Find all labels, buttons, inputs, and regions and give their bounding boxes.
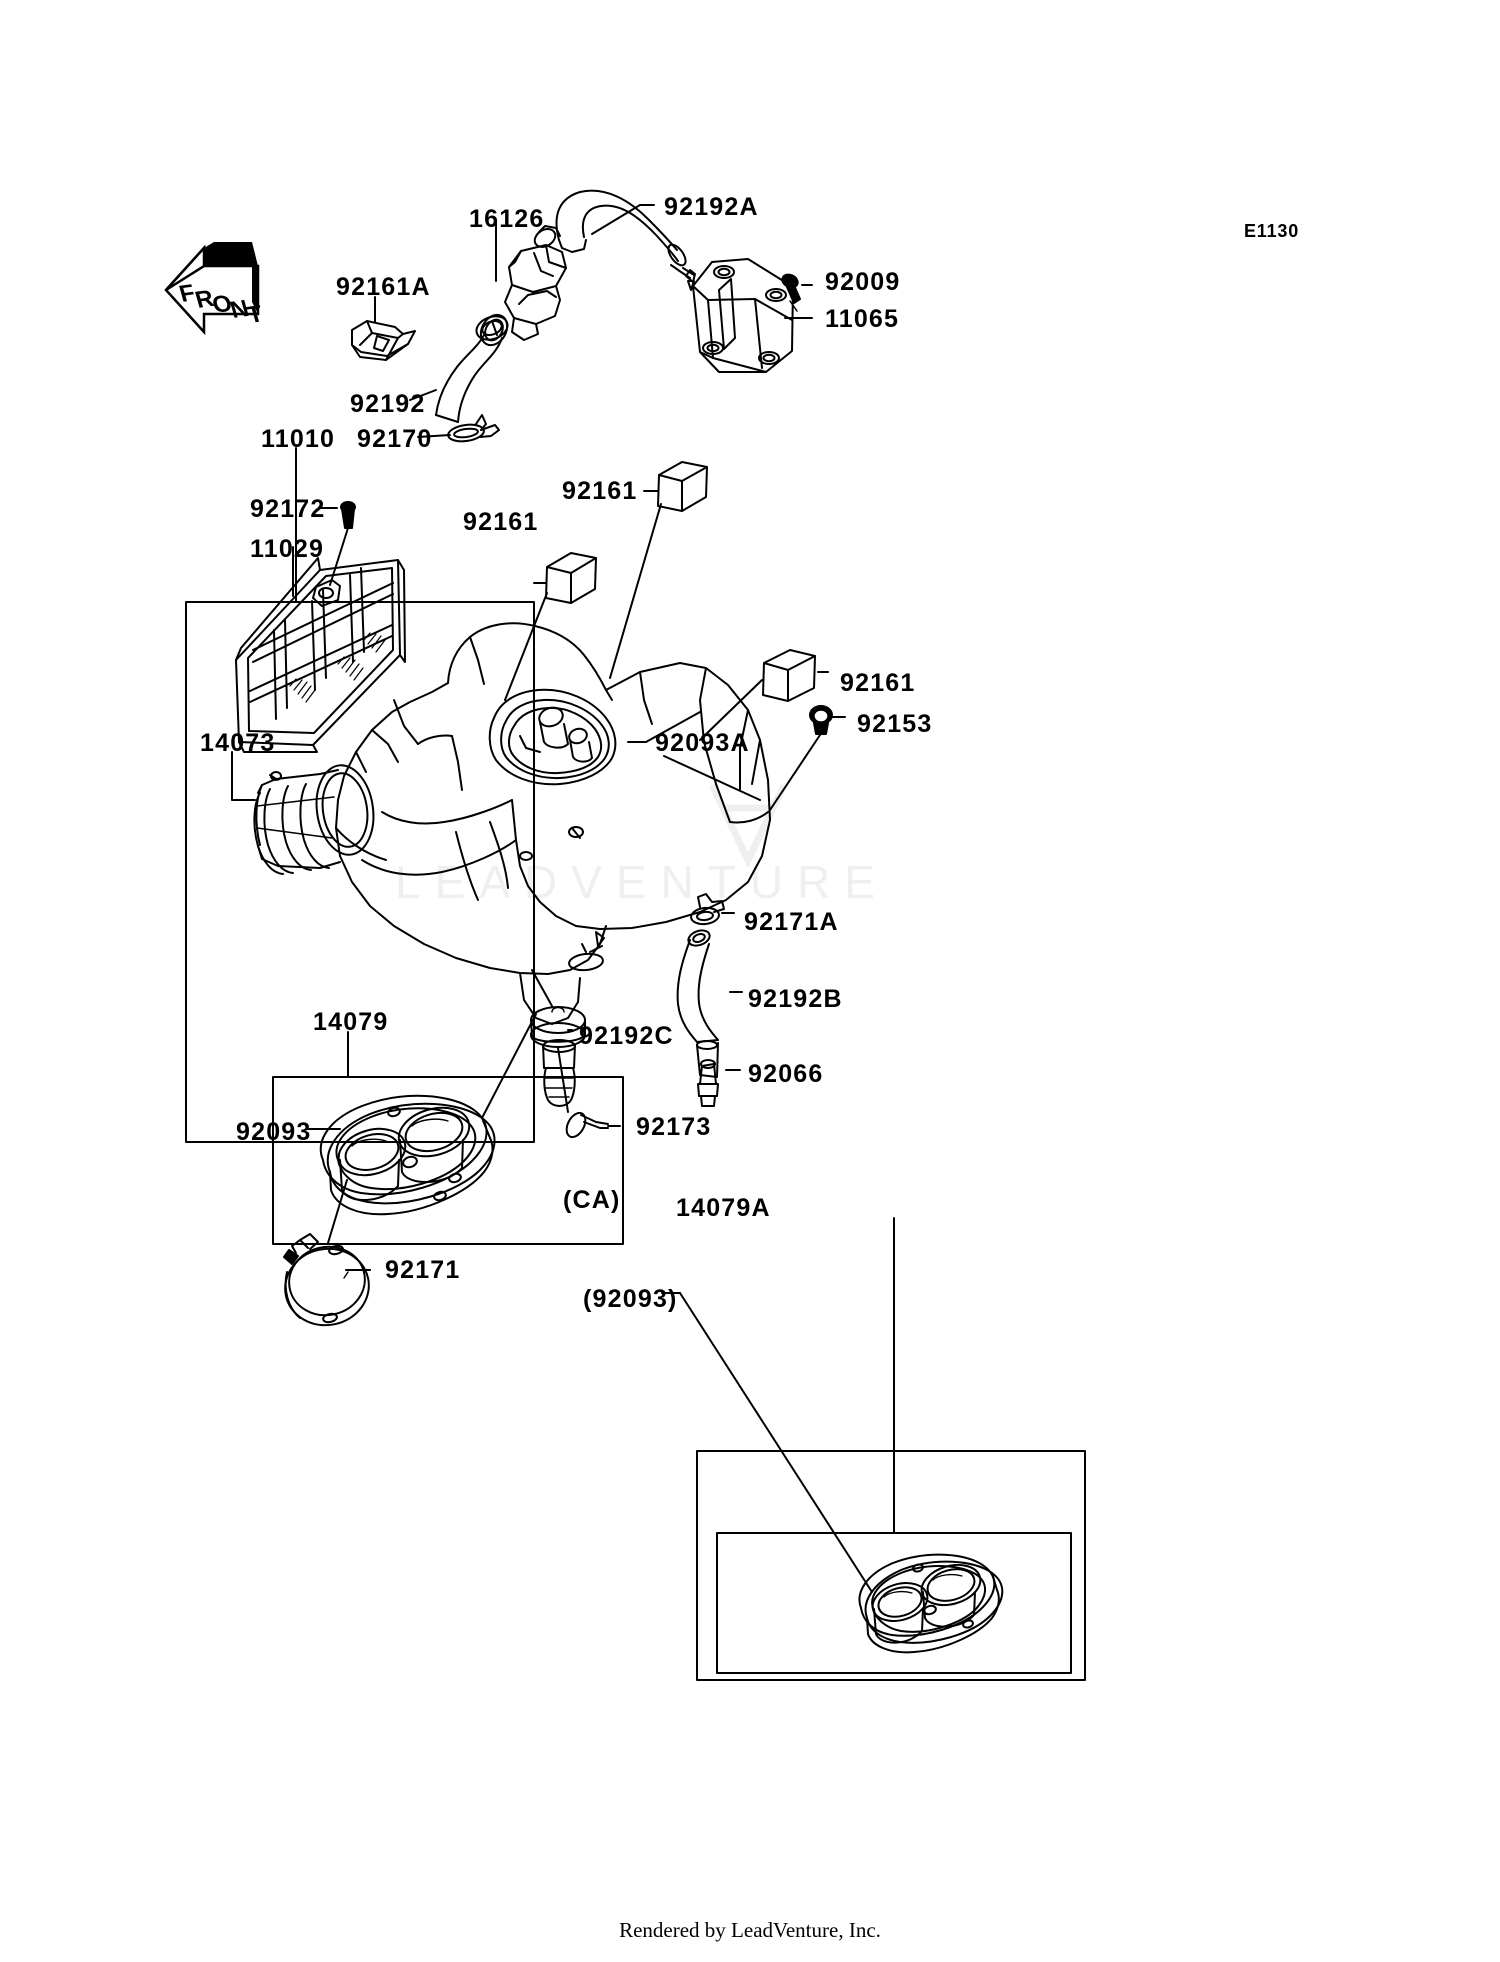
part-92192-hose: [435, 313, 509, 423]
part-14079-funnel-assembly: [319, 1094, 496, 1216]
diagram-code: E1130: [1244, 221, 1300, 241]
part-16126-valve: [475, 225, 567, 341]
callout-11065: 11065: [825, 305, 900, 333]
callout-92171A: 92171A: [744, 908, 839, 936]
part-92192B-hose: [676, 929, 719, 1078]
part-92153-bolt: [809, 705, 833, 735]
group-box-14079a: [716, 1532, 1072, 1674]
svg-text:F: F: [176, 280, 198, 308]
part-14073-duct: [253, 764, 375, 875]
callout-92161-right: 92161: [840, 669, 916, 697]
part-92173-clip: [565, 1111, 609, 1139]
callout-92171: 92171: [385, 1256, 461, 1284]
callout-92153: 92153: [857, 710, 933, 738]
callout-92192: 92192: [350, 390, 426, 418]
callout-92161-left: 92161: [463, 508, 539, 536]
callout-92066: 92066: [748, 1060, 824, 1088]
part-92161A-damper: [351, 320, 416, 361]
callout-92170: 92170: [357, 425, 433, 453]
part-92171-clamp-ring: [283, 1233, 370, 1327]
callout-92172: 92172: [250, 495, 326, 523]
callout-92093A: 92093A: [655, 729, 750, 757]
part-92161-damper-left: [545, 552, 597, 604]
callout-92093: 92093: [236, 1118, 312, 1146]
part-92172-screw: [340, 501, 356, 529]
part-11010-housing: [335, 622, 771, 1025]
callout-92192C: 92192C: [579, 1022, 674, 1050]
callout-16126: 16126: [469, 205, 545, 233]
callout-14079A: 14079A: [676, 1194, 771, 1222]
callout-92161-mid: 92161: [562, 477, 638, 505]
part-92161-damper-right: [762, 649, 816, 702]
group-box-ca-outer: [696, 1450, 1086, 1681]
callout-92161A: 92161A: [336, 273, 431, 301]
part-14079A-funnel-assembly: [858, 1553, 1004, 1654]
callout-11029: 11029: [250, 535, 325, 563]
watermark-text: LEADVENTURE: [395, 856, 889, 908]
part-92170-clip: [447, 414, 500, 443]
part-92009-screw: [781, 273, 801, 312]
part-92161-damper-mid: [657, 461, 708, 512]
group-box-14079: [272, 1076, 624, 1245]
ca-region-marker: (CA): [563, 1186, 621, 1214]
callout-92173: 92173: [636, 1113, 712, 1141]
part-92192C-cap: [530, 1006, 586, 1107]
callout-11010: 11010: [261, 425, 336, 453]
front-arrow-icon: F R O N T: [160, 240, 267, 336]
callout-92192B: 92192B: [748, 985, 843, 1013]
part-11065-bracket: [685, 258, 794, 373]
callout-14079: 14079: [313, 1008, 389, 1036]
callout-92009: 92009: [825, 268, 901, 296]
callout-14073: 14073: [200, 729, 276, 757]
part-92066-joint: [697, 1059, 719, 1107]
callout-92192A: 92192A: [664, 193, 759, 221]
callout-92093-ca: (92093): [583, 1285, 678, 1313]
footer-attribution: Rendered by LeadVenture, Inc.: [619, 1918, 881, 1942]
